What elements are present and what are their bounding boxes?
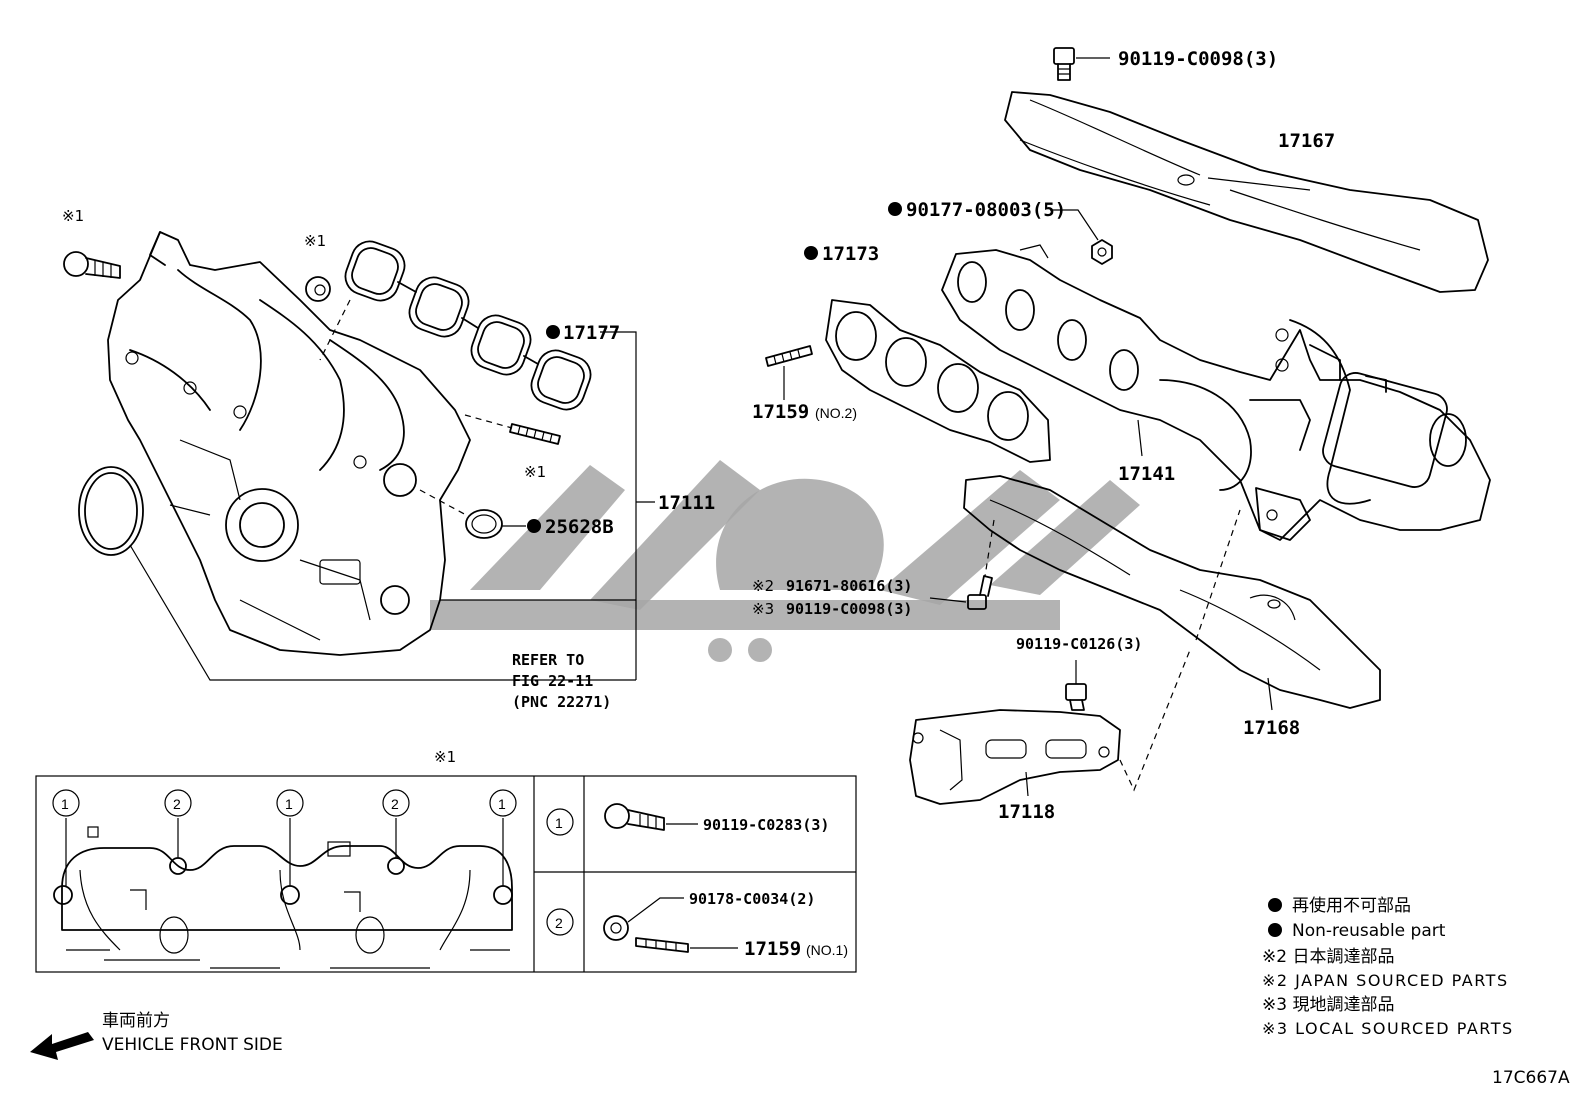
x1-mark-bolt: ※1 [62, 207, 84, 225]
front-direction-arrow [30, 1032, 94, 1060]
position-number: 1 [285, 796, 293, 812]
legend-non-reusable-en: Non-reusable part [1292, 921, 1446, 941]
position-number: 1 [498, 796, 506, 812]
label-17159-no1: 17159 [744, 938, 801, 960]
bolt-90119-c0283 [604, 803, 698, 831]
refer-line-3: (PNC 22271) [512, 693, 611, 711]
x1-mark-nut: ※1 [304, 232, 326, 250]
non-reusable-dot [888, 202, 902, 216]
legend-x2-en: ※2 JAPAN SOURCED PARTS [1262, 971, 1509, 990]
x3-mark: ※3 [752, 600, 774, 618]
label-90119-c0126: 90119-C0126(3) [1016, 635, 1142, 653]
exhaust-manifold-17141 [941, 244, 1491, 541]
label-17118: 17118 [998, 801, 1055, 823]
direction-jp: 車両前方 [102, 1011, 170, 1031]
label-25628b: 25628B [545, 516, 614, 538]
inset-header-mark: ※1 [434, 748, 456, 766]
label-17159-no2: 17159 [752, 401, 809, 423]
label-90177-08003: 90177-08003(5) [906, 199, 1066, 221]
stud-x1 [464, 414, 561, 445]
bracket-17118 [909, 509, 1241, 805]
position-numbers: 1 2 1 2 1 [52, 789, 517, 817]
exhaust-gasket-17173 [825, 299, 1051, 463]
heat-insulator-upper-17167 [1004, 91, 1489, 293]
inset-manifold-flange [61, 826, 513, 969]
bolt-90119-c0126 [1065, 660, 1087, 711]
non-reusable-dot [527, 519, 541, 533]
label-17141: 17141 [1118, 463, 1175, 485]
bolt-x1-left [63, 251, 121, 279]
figure-id: 17C667A [1492, 1068, 1570, 1088]
label-90119-c0098-top: 90119-C0098(3) [1118, 48, 1278, 70]
stud-17159-no2 [765, 345, 813, 400]
direction-en: VEHICLE FRONT SIDE [102, 1035, 283, 1055]
bolt-91671-80616 [929, 519, 995, 610]
position-number: 2 [173, 796, 181, 812]
legend-non-reusable-jp: 再使用不可部品 [1292, 895, 1411, 916]
intake-gasket-17177 [344, 240, 592, 411]
gasket-ring-25628b [419, 489, 503, 539]
inset-table [35, 775, 857, 973]
non-reusable-dot [804, 246, 818, 260]
non-reusable-dot [546, 325, 560, 339]
nut-90178-c0034 [603, 897, 684, 941]
legend-x3-en: ※3 LOCAL SOURCED PARTS [1262, 1019, 1514, 1038]
label-17167: 17167 [1278, 130, 1335, 152]
label-91671-80616: 91671-80616(3) [786, 577, 912, 595]
leader-17111 [440, 331, 655, 680]
label-90178-c0034: 90178-C0034(2) [689, 890, 815, 908]
watermark-logo [430, 460, 1140, 662]
legend-x3-jp: ※3 現地調達部品 [1262, 995, 1394, 1015]
x1-mark-stud: ※1 [524, 463, 546, 481]
label-no1: (NO.1) [806, 942, 848, 958]
legend-x2-jp: ※2 日本調達部品 [1262, 947, 1394, 967]
label-17111: 17111 [658, 492, 715, 514]
label-17173: 17173 [822, 243, 879, 265]
row-1-num: 1 [555, 815, 563, 831]
intake-manifold-17111 [107, 231, 471, 656]
label-90119-c0098-mid: 90119-C0098(3) [786, 600, 912, 618]
non-reusable-dot [1268, 898, 1282, 912]
position-number: 1 [61, 796, 69, 812]
row-2-num: 2 [555, 915, 563, 931]
nut-90177-08003 [1050, 209, 1113, 265]
throttle-gasket-ring [78, 466, 636, 681]
bolt-90119-c0098-top [1053, 47, 1110, 81]
x2-mark: ※2 [752, 577, 774, 595]
legend: 再使用不可部品 Non-reusable part ※2 日本調達部品 ※2 J… [1262, 895, 1514, 1038]
label-no2: (NO.2) [815, 405, 857, 421]
refer-line-2: FIG 22-11 [512, 672, 593, 690]
refer-line-1: REFER TO [512, 651, 584, 669]
non-reusable-dot [1268, 923, 1282, 937]
label-90119-c0283: 90119-C0283(3) [703, 816, 829, 834]
label-17177: 17177 [563, 322, 620, 344]
heat-insulator-lower-17168 [963, 475, 1381, 711]
nut-x1 [305, 276, 351, 361]
stud-17159-no1 [635, 937, 738, 953]
position-number: 2 [391, 796, 399, 812]
label-17168: 17168 [1243, 717, 1300, 739]
